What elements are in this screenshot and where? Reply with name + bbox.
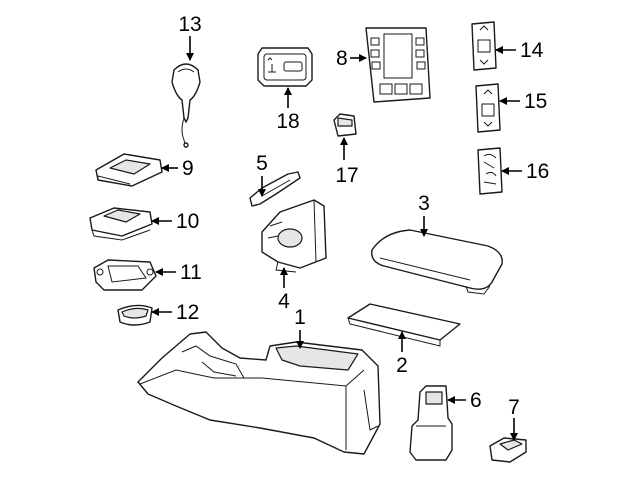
storage-bin-part (409, 385, 453, 461)
callout-9: 9 (182, 157, 194, 180)
callout-17: 17 (335, 164, 358, 187)
callout-8: 8 (336, 47, 348, 70)
callout-7: 7 (508, 396, 520, 419)
callout-10: 10 (176, 210, 199, 233)
seat-heater-switch-part (477, 147, 503, 195)
callout-2: 2 (396, 354, 408, 377)
console-switch-part (489, 437, 527, 463)
console-assembly-part (137, 331, 381, 455)
callout-6: 6 (470, 389, 482, 412)
callout-15: 15 (524, 90, 547, 113)
callout-13: 13 (178, 13, 201, 36)
armrest-lid-part (371, 229, 503, 295)
callout-5: 5 (256, 152, 268, 175)
small-switch-part (333, 113, 357, 137)
callout-18: 18 (276, 110, 299, 133)
callout-4: 4 (278, 290, 290, 313)
shift-knob-part (171, 63, 201, 149)
callout-3: 3 (418, 192, 430, 215)
callout-11: 11 (180, 261, 202, 284)
window-switch-part (471, 21, 497, 71)
shift-trim-plate-part (95, 153, 163, 187)
callout-16: 16 (526, 160, 549, 183)
heated-seat-switch-part (257, 47, 313, 87)
callout-14: 14 (520, 39, 544, 62)
shift-bracket-part (93, 259, 157, 291)
cup-insert-part (117, 304, 153, 326)
console-bracket-part (249, 171, 301, 207)
window-switch-part (475, 83, 501, 133)
cup-holder-part (261, 199, 327, 273)
callout-12: 12 (176, 301, 199, 324)
armrest-pad-part (347, 303, 461, 347)
climate-control-panel-part (365, 27, 431, 103)
shift-bezel-part (89, 207, 153, 241)
callout-1: 1 (294, 306, 306, 329)
